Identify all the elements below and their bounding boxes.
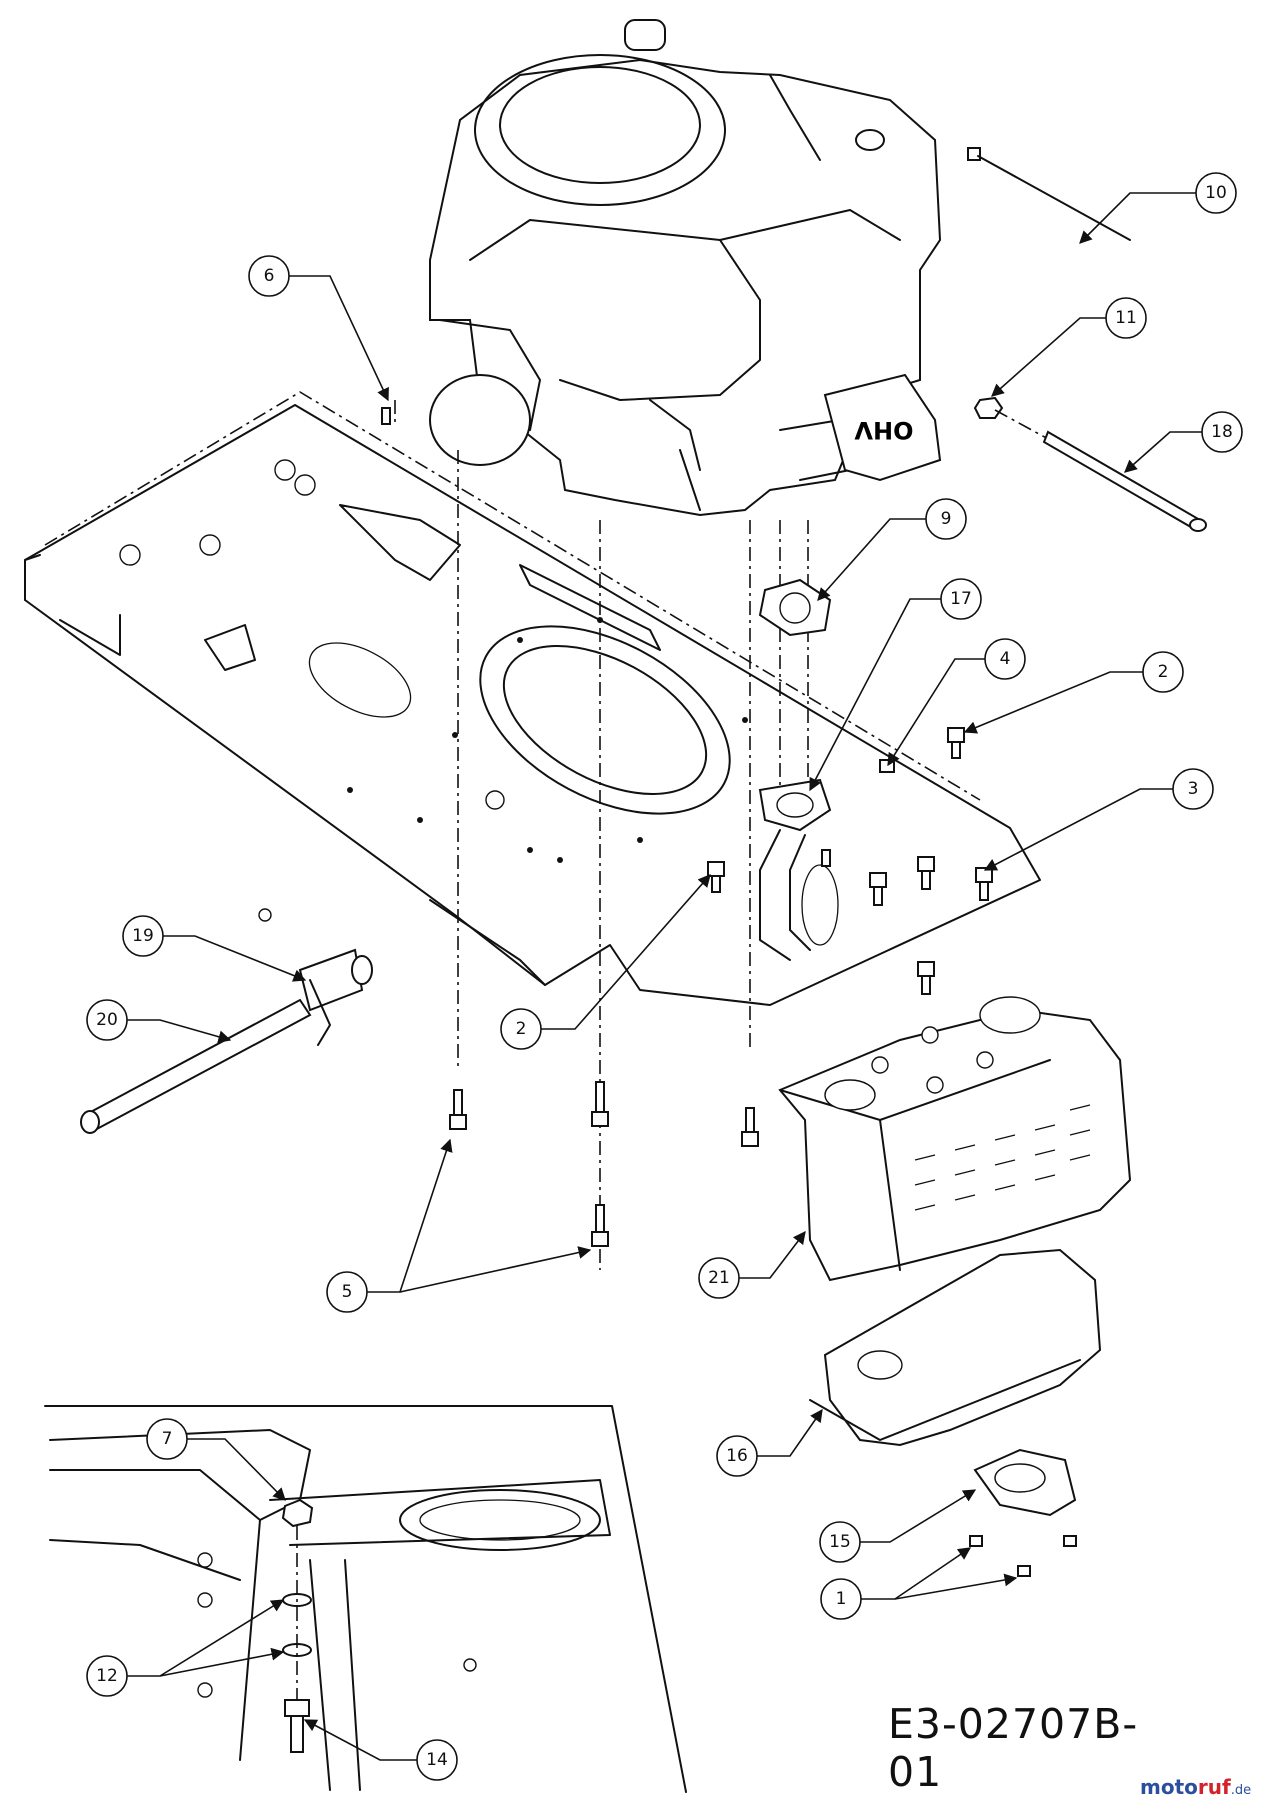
- callout-16: 16: [716, 1408, 823, 1477]
- svg-text:2: 2: [1158, 662, 1169, 682]
- callout-9: 9: [817, 498, 967, 601]
- svg-text:20: 20: [96, 1010, 118, 1030]
- watermark: motoruf.de: [1140, 1775, 1251, 1799]
- callout-6: 6: [248, 255, 389, 402]
- svg-text:5: 5: [342, 1282, 353, 1302]
- ohv-valve-cover: OHV: [823, 373, 942, 482]
- fuel-line: [80, 948, 373, 1134]
- callout-2-left: 2: [500, 874, 711, 1050]
- muffler: [809, 1248, 1102, 1447]
- nuts: [969, 1535, 1077, 1577]
- cable-tie: [967, 147, 1131, 241]
- callouts: 10 6 11 18 9 17 4: [86, 172, 1243, 1781]
- heat-shield: [778, 996, 1132, 1282]
- bolts: [449, 727, 993, 1247]
- svg-text:6: 6: [264, 266, 275, 286]
- svg-text:1: 1: [836, 1589, 847, 1609]
- svg-text:11: 11: [1115, 308, 1137, 328]
- assembly-lines: [394, 400, 809, 1270]
- ohv-badge: OHV: [854, 416, 913, 444]
- svg-text:7: 7: [162, 1429, 173, 1449]
- svg-text:16: 16: [726, 1446, 748, 1466]
- watermark-suffix: .de: [1230, 1783, 1252, 1798]
- callout-4: 4: [887, 638, 1026, 767]
- callout-20: 20: [86, 999, 232, 1043]
- svg-text:21: 21: [708, 1268, 730, 1288]
- watermark-name-b: ruf: [1197, 1775, 1231, 1799]
- callout-5: 5: [326, 1138, 592, 1313]
- callout-19: 19: [122, 915, 307, 982]
- svg-text:2: 2: [516, 1019, 527, 1039]
- drawing-reference-code: E3-02707B-01: [888, 1700, 1139, 1796]
- callout-17: 17: [809, 578, 982, 792]
- svg-text:14: 14: [426, 1750, 448, 1770]
- gasket: [758, 578, 832, 637]
- svg-text:3: 3: [1188, 779, 1199, 799]
- svg-text:19: 19: [132, 926, 154, 946]
- svg-text:12: 12: [96, 1666, 118, 1686]
- exhaust-pipe: [758, 778, 839, 961]
- callout-15: 15: [819, 1489, 977, 1563]
- callout-7: 7: [146, 1418, 286, 1501]
- engine: [429, 19, 942, 517]
- svg-text:9: 9: [941, 509, 952, 529]
- callout-10: 10: [1079, 172, 1237, 244]
- watermark-name-a: moto: [1140, 1775, 1198, 1799]
- exhaust-deflector: [973, 1448, 1077, 1517]
- chassis-frame: [24, 391, 1041, 1006]
- svg-text:10: 10: [1205, 183, 1227, 203]
- svg-text:18: 18: [1211, 422, 1233, 442]
- callout-14: 14: [303, 1719, 458, 1781]
- pin-6: [381, 407, 391, 425]
- svg-text:17: 17: [950, 589, 972, 609]
- callout-11: 11: [991, 297, 1147, 397]
- callout-3: 3: [983, 768, 1214, 871]
- inset-detail-view: [44, 1405, 687, 1793]
- svg-text:4: 4: [1000, 649, 1011, 669]
- callout-2-right: 2: [963, 651, 1184, 734]
- callout-21: 21: [698, 1230, 806, 1299]
- callout-12: 12: [86, 1599, 285, 1697]
- callout-1: 1: [820, 1547, 1018, 1620]
- nut-and-stud: [973, 396, 1207, 532]
- callout-18: 18: [1124, 411, 1243, 473]
- svg-text:15: 15: [829, 1532, 851, 1552]
